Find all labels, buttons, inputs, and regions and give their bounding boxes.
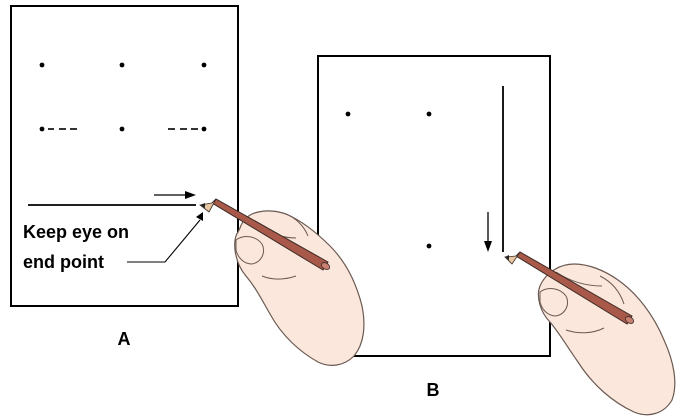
- panel-a-dot: [39, 126, 45, 132]
- pencil-a-lead: [200, 203, 205, 208]
- pencil-a-end: [320, 262, 331, 270]
- panel-b-dot: [345, 111, 351, 117]
- panel-b-dot: [426, 111, 432, 117]
- hand-a-illustration: [234, 210, 365, 366]
- hand-a-finger-line: [261, 275, 297, 280]
- annotation-leader-arrowhead: [196, 212, 203, 221]
- panel-a-dot: [119, 62, 125, 68]
- panel-b-arrowhead: [484, 241, 492, 252]
- hand-a-thumb: [235, 236, 265, 265]
- pencil-b-tip: [504, 251, 521, 265]
- hand-b-finger-line: [599, 275, 625, 305]
- panel-a-dot: [119, 126, 125, 132]
- hand-b-thumb: [539, 288, 569, 317]
- panel-a: Keep eye on end point: [10, 5, 239, 307]
- panel-a-arrowhead: [185, 191, 196, 199]
- annotation-leader-line: [127, 219, 201, 263]
- panel-a-dot: [201, 62, 207, 68]
- pencil-a-tip: [199, 198, 217, 213]
- panel-a-paper: [10, 5, 239, 307]
- hand-with-pencil-b: [504, 251, 676, 416]
- pencil-b-end: [624, 316, 635, 324]
- panel-a-dot: [39, 62, 45, 68]
- panel-b-label: B: [427, 380, 440, 400]
- hand-with-pencil-a: [199, 198, 365, 366]
- hand-b-illustration: [537, 263, 676, 416]
- panel-a-dot: [201, 126, 207, 132]
- panel-b-dot: [426, 243, 432, 249]
- annotation-line-1: Keep eye on: [23, 222, 129, 242]
- panel-a-label: A: [118, 329, 131, 349]
- hand-b-finger-line: [565, 327, 605, 334]
- pencil-b-lead: [505, 255, 509, 260]
- hand-a-finger-line: [285, 213, 309, 237]
- annotation-line-2: end point: [23, 252, 104, 272]
